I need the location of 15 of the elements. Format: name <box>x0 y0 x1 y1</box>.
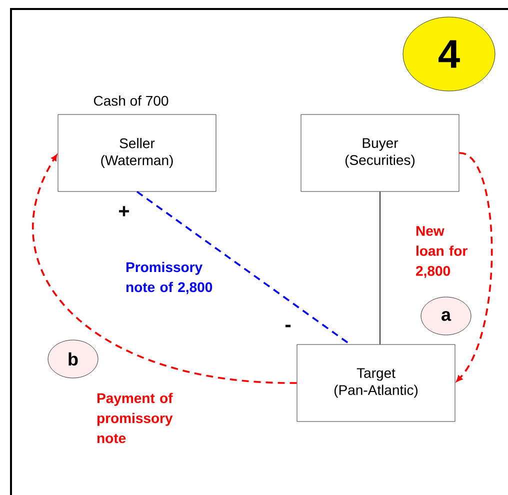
note: Cash of 700 <box>94 95 168 106</box>
arrow <box>32 154 297 384</box>
edge-label: Payment of promissory note <box>97 392 173 444</box>
entity-box: Target (Pan-Atlantic) <box>296 344 456 422</box>
entity-box: Seller (Waterman) <box>58 114 216 192</box>
edge-label: New loan for 2,800 <box>416 226 468 278</box>
edge-label: Promissory note of 2,800 <box>126 262 212 294</box>
entity-box: Buyer (Securities) <box>300 114 460 192</box>
arrow <box>456 152 493 382</box>
connector-line <box>136 190 351 346</box>
letter-badge: b <box>48 340 98 378</box>
step-number-badge: 4 <box>402 16 496 92</box>
sign: + <box>119 206 130 216</box>
letter-badge: a <box>420 296 472 336</box>
sign: - <box>285 324 291 328</box>
